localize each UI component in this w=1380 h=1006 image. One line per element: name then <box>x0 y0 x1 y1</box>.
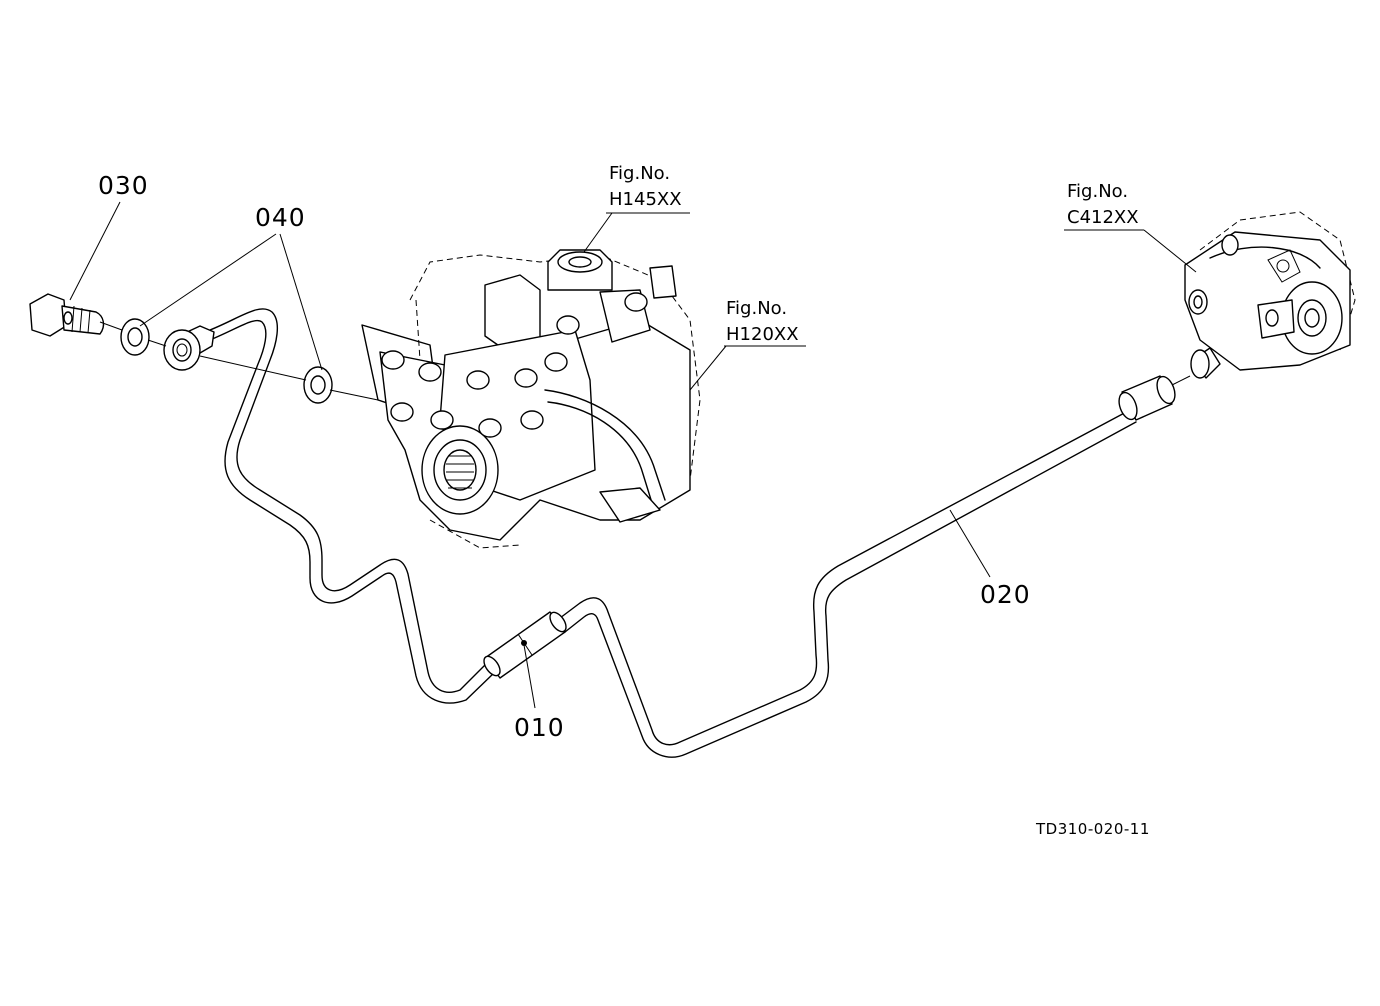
pipe-020-fitting <box>1118 347 1221 421</box>
pipe-020 <box>559 409 1137 758</box>
washer-040-right <box>303 366 333 404</box>
washer-040-left <box>120 318 150 356</box>
part-number-010: 010 <box>514 713 565 742</box>
fig-ref-h120-code: H120XX <box>726 324 799 345</box>
fig-ref-c412-prefix: Fig.No. <box>1067 181 1129 202</box>
banjo-bolt-030 <box>29 293 105 337</box>
pipe-010 <box>204 308 496 704</box>
fig-ref-h120-prefix: Fig.No. <box>726 298 788 319</box>
part-number-040: 040 <box>255 203 306 232</box>
leader-lines <box>69 201 1197 709</box>
hydraulic-pump-body <box>361 249 701 549</box>
assembly-axis <box>99 321 379 401</box>
part-number-030: 030 <box>98 171 149 200</box>
valve-assembly <box>1184 211 1356 371</box>
banjo-fitting <box>163 325 215 371</box>
fig-ref-h145-code: H145XX <box>609 189 682 210</box>
fig-ref-c412-code: C412XX <box>1067 207 1139 228</box>
part-number-020: 020 <box>980 580 1031 609</box>
fig-ref-h145-prefix: Fig.No. <box>609 163 671 184</box>
pump-bolts <box>381 292 648 438</box>
drawing-id: TD310-020-11 <box>1036 820 1150 838</box>
pipe-coupling <box>483 611 567 679</box>
